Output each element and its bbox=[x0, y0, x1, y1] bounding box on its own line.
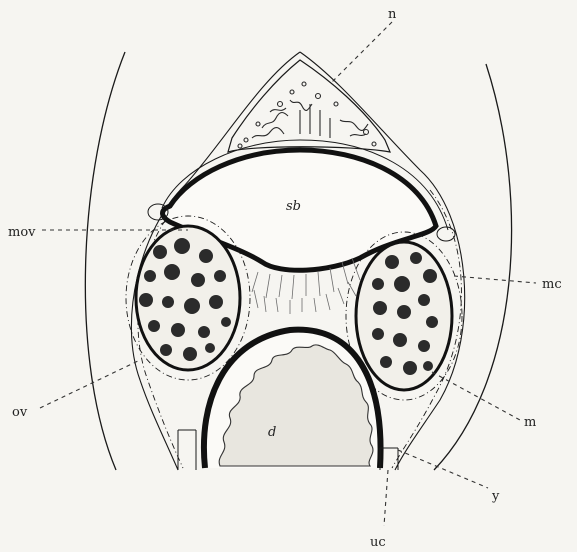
label-mov: mov bbox=[8, 225, 36, 240]
label-y: y bbox=[491, 489, 500, 504]
right-small-organ bbox=[437, 227, 455, 241]
label-sb: sb bbox=[286, 199, 301, 214]
leader-m bbox=[432, 372, 520, 420]
body-wall-right bbox=[434, 64, 512, 470]
label-ov: ov bbox=[12, 405, 28, 420]
label-mc: mc bbox=[542, 277, 562, 292]
label-d: d bbox=[268, 425, 276, 440]
label-n: n bbox=[388, 7, 397, 22]
leader-uc bbox=[384, 470, 388, 526]
leader-mc bbox=[454, 276, 536, 283]
body-wall-left bbox=[85, 52, 125, 470]
label-m: m bbox=[524, 415, 536, 430]
leader-y bbox=[398, 450, 488, 488]
label-uc: uc bbox=[370, 535, 386, 550]
leader-n bbox=[330, 22, 392, 84]
